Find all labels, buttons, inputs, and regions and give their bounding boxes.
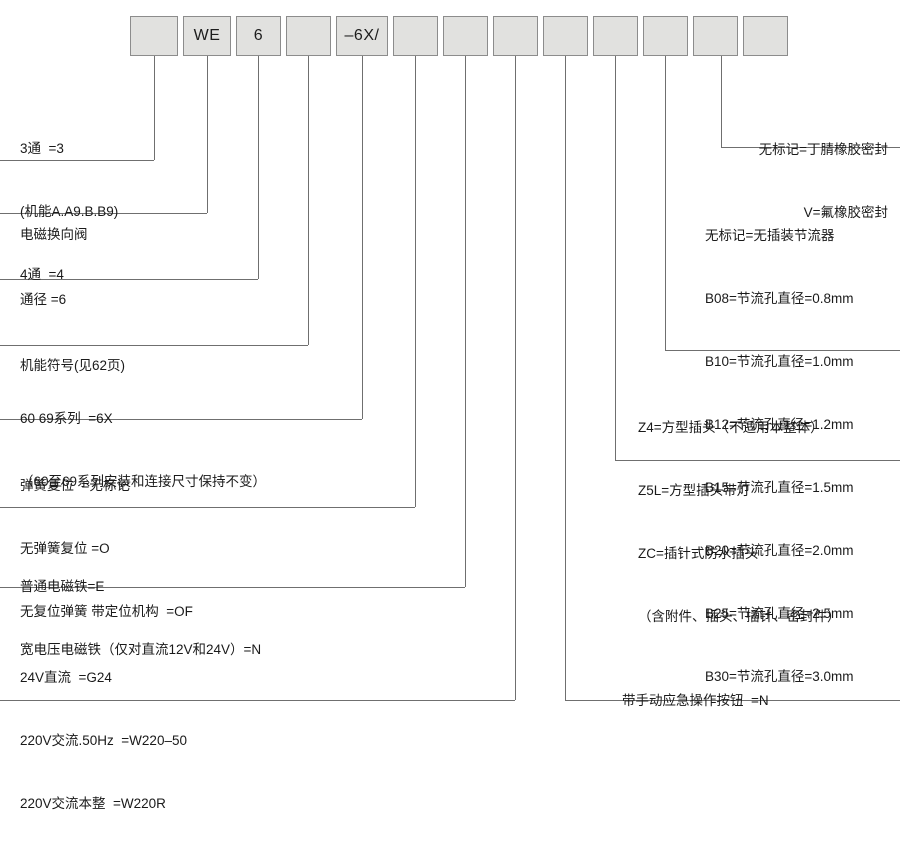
leader-line-series-horizontal xyxy=(0,419,362,420)
code-box-10 xyxy=(593,16,638,56)
leader-line-connector-horizontal xyxy=(615,460,900,461)
label-connector-line-2: Z5L=方型插头带灯 xyxy=(638,483,751,498)
label-solenoid-type-line-1: 普通电磁铁=E xyxy=(20,579,105,594)
label-voltage-line-3: 220V交流本整 =W220R xyxy=(20,796,166,811)
label-spool-symbol-line-1: 机能符号(见62页) xyxy=(20,358,126,373)
leader-line-spool-symbol-vertical xyxy=(308,56,309,345)
label-voltage: 24V直流 =G24 220V交流.50Hz =W220–50 220V交流本整… xyxy=(20,625,187,856)
label-throttle-insert-line-7: B25=节流孔直径=2.5mm xyxy=(705,606,854,621)
leader-line-nominal-size-horizontal xyxy=(0,279,258,280)
code-box-7 xyxy=(443,16,488,56)
code-box-6 xyxy=(393,16,438,56)
label-spring-return-line-2: 无弹簧复位 =O xyxy=(20,541,110,556)
leader-line-solenoid-type-vertical xyxy=(465,56,466,587)
code-box-2: WE xyxy=(183,16,231,56)
label-valve-type-line-1: 电磁换向阀 xyxy=(20,227,88,242)
label-spring-return: 弹簧复位 =无标记 无弹簧复位 =O 无复位弹簧 带定位机构 =OF xyxy=(20,433,193,664)
label-ways-line-2: (机能A.A9.B.B9) xyxy=(20,204,119,219)
leader-line-valve-type-horizontal xyxy=(0,213,207,214)
code-box-13 xyxy=(743,16,788,56)
label-nominal-size: 通径 =6 xyxy=(20,247,66,352)
label-throttle-insert-line-1: 无标记=无插装节流器 xyxy=(705,228,835,243)
label-throttle-insert: 无标记=无插装节流器 B08=节流孔直径=0.8mm B10=节流孔直径=1.0… xyxy=(705,183,854,729)
label-voltage-line-1: 24V直流 =G24 xyxy=(20,670,112,685)
leader-line-throttle-insert-vertical xyxy=(665,56,666,350)
code-box-5: –6X/ xyxy=(336,16,388,56)
label-throttle-insert-line-3: B10=节流孔直径=1.0mm xyxy=(705,354,854,369)
leader-line-nominal-size-vertical xyxy=(258,56,259,279)
label-ways-line-3: 4通 =4 xyxy=(20,267,64,282)
label-spool-symbol: 机能符号(见62页) xyxy=(20,313,125,418)
label-throttle-insert-line-8: B30=节流孔直径=3.0mm xyxy=(705,669,854,684)
label-throttle-insert-line-6: B20=节流孔直径=2.0mm xyxy=(705,543,854,558)
label-series-line-1: 60 69系列 =6X xyxy=(20,411,113,426)
leader-line-throttle-insert-horizontal xyxy=(665,350,900,351)
label-connector: Z4=方型插头（不适用本整体） Z5L=方型插头带灯 ZC=插针式防水插头 （含… xyxy=(638,375,841,669)
code-box-11 xyxy=(643,16,688,56)
label-nominal-size-line-1: 通径 =6 xyxy=(20,292,67,307)
label-connector-line-4: （含附件、插头、插针、密封件） xyxy=(638,609,841,624)
code-box-8 xyxy=(493,16,538,56)
label-throttle-insert-line-4: B12=节流孔直径=1.2mm xyxy=(705,417,854,432)
label-throttle-insert-line-2: B08=节流孔直径=0.8mm xyxy=(705,291,854,306)
code-box-12 xyxy=(693,16,738,56)
label-solenoid-type-line-2: 宽电压电磁铁（仅对直流12V和24V）=N xyxy=(20,642,262,657)
label-series: 60 69系列 =6X （60至69系列安装和连接尺寸保持不变） xyxy=(20,366,266,534)
leader-line-spring-return-horizontal xyxy=(0,507,415,508)
valve-model-code-diagram: WE 6 –6X/ 3通 =3 (机能A.A9.B.B xyxy=(0,16,900,811)
label-seal-material-line-1: 无标记=丁腈橡胶密封 xyxy=(758,142,888,157)
label-series-line-2: （60至69系列安装和连接尺寸保持不变） xyxy=(20,474,267,489)
code-box-3: 6 xyxy=(236,16,281,56)
code-box-4 xyxy=(286,16,331,56)
label-seal-material-line-2: V=氟橡胶密封 xyxy=(803,205,888,220)
label-solenoid-type: 普通电磁铁=E 宽电压电磁铁（仅对直流12V和24V）=N xyxy=(20,534,261,702)
leader-line-seal-material-horizontal xyxy=(721,147,900,148)
label-emergency-button-line-1: 带手动应急操作按钮 =N xyxy=(622,693,769,708)
leader-line-emergency-button-horizontal xyxy=(565,700,900,701)
leader-line-spring-return-vertical xyxy=(415,56,416,507)
label-connector-line-3: ZC=插针式防水插头 xyxy=(638,546,759,561)
leader-line-connector-vertical xyxy=(615,56,616,460)
label-ways-line-1: 3通 =3 xyxy=(20,141,64,156)
label-spring-return-line-3: 无复位弹簧 带定位机构 =OF xyxy=(20,604,193,619)
label-throttle-insert-line-5: B15=节流孔直径=1.5mm xyxy=(705,480,854,495)
label-connector-line-1: Z4=方型插头（不适用本整体） xyxy=(638,420,824,435)
label-seal-material: 无标记=丁腈橡胶密封 V=氟橡胶密封 xyxy=(620,97,888,265)
label-emergency-button: 带手动应急操作按钮 =N xyxy=(622,648,769,753)
label-valve-type: 电磁换向阀 xyxy=(20,182,88,287)
leader-line-valve-type-vertical xyxy=(207,56,208,213)
leader-line-voltage-horizontal xyxy=(0,700,515,701)
label-spring-return-line-1: 弹簧复位 =无标记 xyxy=(20,478,130,493)
label-ways: 3通 =3 (机能A.A9.B.B9) 4通 =4 xyxy=(20,96,118,327)
code-box-9 xyxy=(543,16,588,56)
leader-line-voltage-vertical xyxy=(515,56,516,700)
leader-line-ways-horizontal xyxy=(0,160,154,161)
label-voltage-line-2: 220V交流.50Hz =W220–50 xyxy=(20,733,187,748)
leader-line-spool-symbol-horizontal xyxy=(0,345,308,346)
code-box-1 xyxy=(130,16,178,56)
leader-line-solenoid-type-horizontal xyxy=(0,587,465,588)
leader-line-series-vertical xyxy=(362,56,363,419)
leader-line-seal-material-vertical xyxy=(721,56,722,147)
leader-line-ways-vertical xyxy=(154,56,155,160)
leader-line-emergency-button-vertical xyxy=(565,56,566,700)
